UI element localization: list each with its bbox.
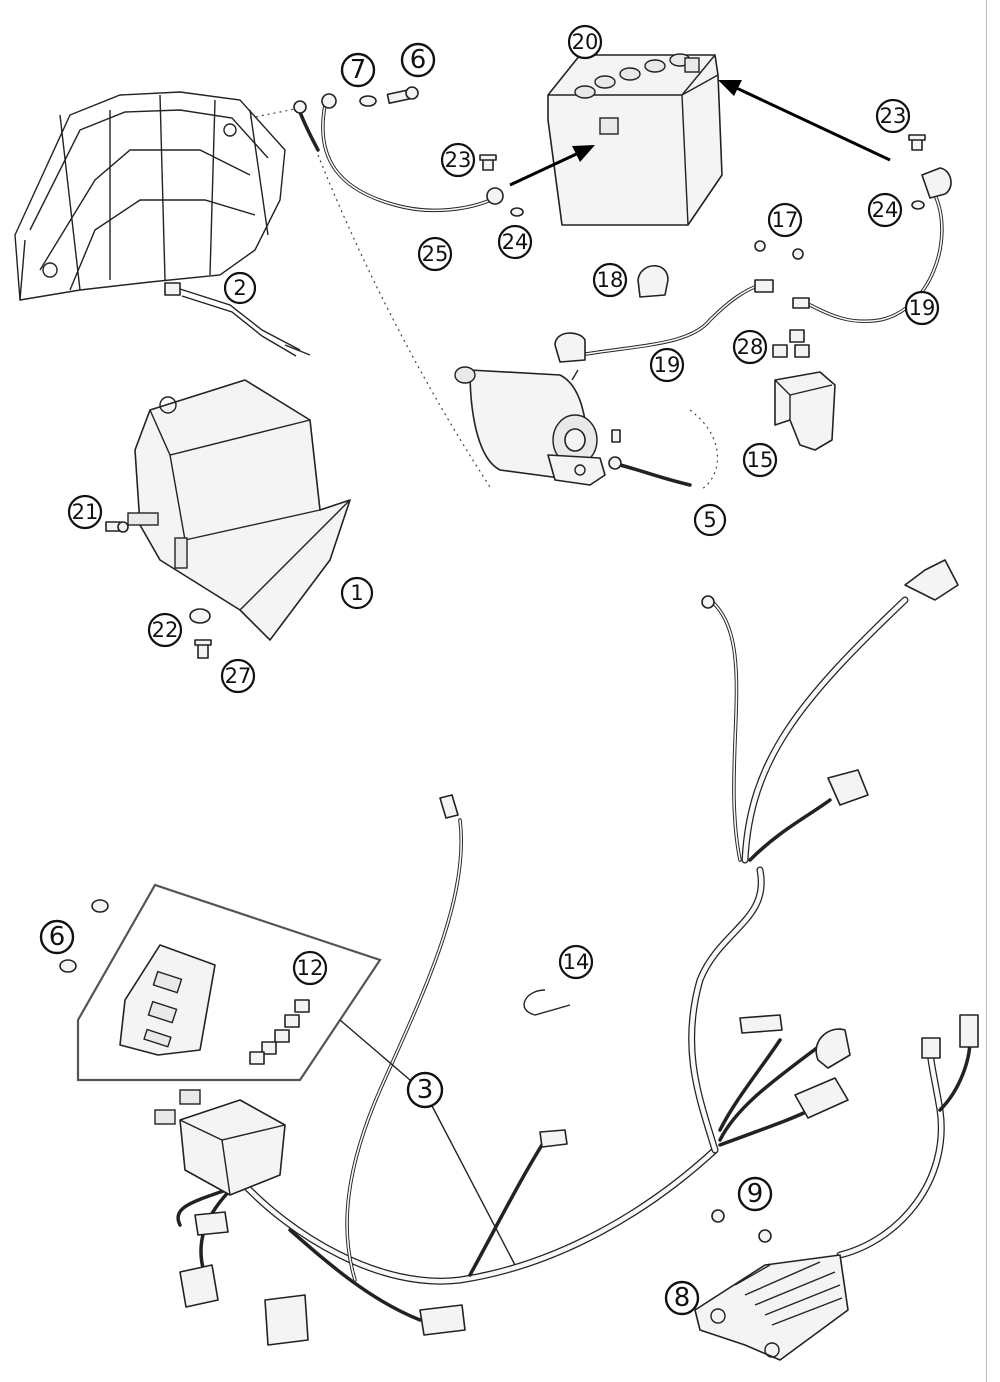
svg-text:12: 12 [297,956,324,980]
screw-27 [194,639,212,659]
svg-text:24: 24 [502,230,529,254]
callout-18: 18 [592,262,628,298]
svg-text:27: 27 [225,664,252,688]
svg-text:23: 23 [445,148,472,172]
callout-24-right: 24 [867,192,903,228]
svg-text:23: 23 [880,104,907,128]
svg-text:25: 25 [422,242,449,266]
svg-text:19: 19 [909,296,936,320]
ground-cable [293,93,504,491]
svg-text:24: 24 [872,198,899,222]
voltage-regulator [694,1254,849,1361]
callout-27: 27 [220,658,256,694]
svg-text:17: 17 [772,208,799,232]
callout-8: 8 [664,1280,700,1316]
callout-24-left: 24 [497,224,533,260]
svg-text:2: 2 [233,276,246,300]
callout-22: 22 [147,612,183,648]
leader-3 [429,1101,516,1266]
callout-19-right: 19 [904,290,940,326]
callout-23-left: 23 [440,142,476,178]
svg-text:28: 28 [737,335,764,359]
callout-9: 9 [737,1176,773,1212]
frame-chassis [14,91,301,301]
nuts-6-inset [59,899,109,973]
svg-text:14: 14 [563,950,590,974]
battery-box [127,379,351,641]
svg-text:15: 15 [747,448,774,472]
svg-text:9: 9 [747,1179,764,1209]
starter-relay [774,371,836,451]
battery-arrows [509,80,891,187]
terminal-boot [637,265,669,298]
callout-20: 20 [567,24,603,60]
callout-17: 17 [767,202,803,238]
callout-2: 2 [223,271,257,305]
starter-motor [454,366,606,486]
callout-25: 25 [417,236,453,272]
callout-6-inset: 6 [39,919,75,955]
svg-text:20: 20 [572,30,599,54]
cable-tie [523,989,571,1016]
screw-23-left [479,154,497,171]
nut-7 [359,95,377,107]
screws-17 [754,240,804,260]
callout-6-top: 6 [400,42,436,78]
callout-12: 12 [292,950,328,986]
fuses-28 [772,329,810,358]
svg-text:3: 3 [417,1075,434,1105]
screw-21 [105,521,129,533]
callout-7: 7 [340,52,376,88]
callout-21: 21 [67,494,103,530]
svg-text:6: 6 [410,45,427,75]
starter-cable [554,279,774,363]
positive-cable [792,167,952,324]
callout-19-left: 19 [649,347,685,383]
page-edge-rule [986,0,987,1382]
fuse-kit-inset [76,883,411,1082]
grommet-22 [189,608,211,624]
nut-24-left [510,207,524,217]
callout-14: 14 [558,944,594,980]
svg-text:18: 18 [597,268,624,292]
callout-15: 15 [742,442,778,478]
svg-text:8: 8 [674,1283,691,1313]
screws-9 [711,1209,772,1243]
nut-24-right [911,200,925,210]
screw-6-top [386,86,419,104]
svg-text:6: 6 [49,922,66,952]
starter-lead [608,409,718,491]
svg-text:19: 19 [654,353,681,377]
svg-text:21: 21 [72,500,99,524]
screw-23-right [908,134,926,151]
callout-28: 28 [732,329,768,365]
callout-23-right: 23 [875,98,911,134]
svg-text:22: 22 [152,618,179,642]
ignition-relay-block [154,1089,286,1196]
battery [547,53,723,226]
callout-1: 1 [340,576,374,610]
callout-5: 5 [693,503,727,537]
svg-text:5: 5 [703,508,716,532]
callout-3: 3 [406,1071,444,1109]
battery-strap [164,282,311,357]
svg-text:1: 1 [350,581,363,605]
svg-text:7: 7 [350,55,367,85]
